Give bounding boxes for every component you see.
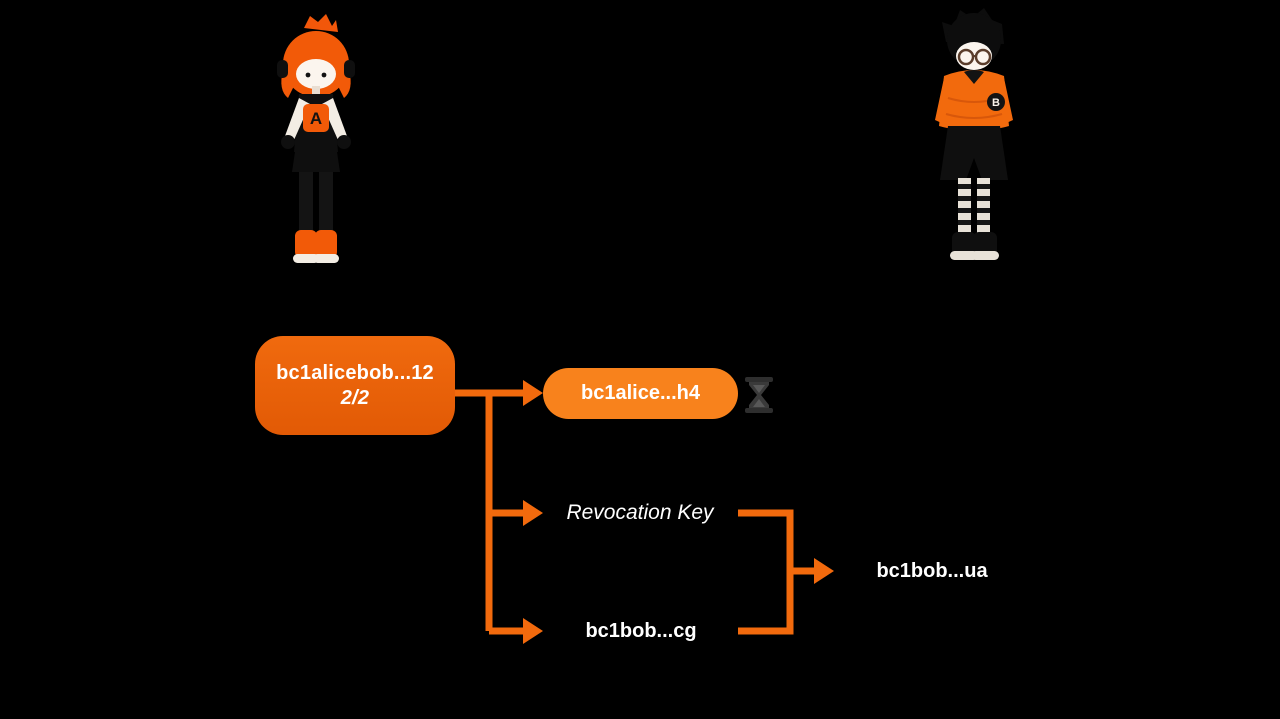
alice-boot-sole-left: [293, 254, 319, 263]
alice-hips: [292, 152, 340, 172]
bob-arm-left: [935, 78, 954, 125]
alice-output-address-text: bc1alice...h4: [581, 382, 700, 404]
alice-chest-initial: A: [310, 109, 322, 128]
alice-glove-left: [281, 135, 295, 149]
alice-eye-left: [305, 72, 311, 78]
alice-output-node: bc1alice...h4: [543, 368, 738, 419]
bob-shoe-sole-right: [971, 251, 999, 260]
bob-sock-stripes: [958, 184, 990, 225]
alice-face: [296, 59, 336, 89]
merge-to-output-line: [738, 509, 814, 635]
arrowhead-to-alice-output: [523, 380, 543, 406]
bob-shorts: [940, 126, 1008, 180]
funding-threshold-text: 2/2: [340, 386, 370, 409]
alice-leg-right: [319, 172, 333, 234]
arrowhead-to-bob-output: [523, 618, 543, 644]
alice-neck: [312, 86, 320, 95]
hourglass-icon: [745, 377, 773, 413]
alice-headphone-left: [277, 60, 288, 78]
funding-address-node: bc1alicebob...12 2/2: [255, 336, 455, 435]
alice-leg-left: [299, 172, 313, 234]
alice-boot-right: [315, 230, 337, 258]
bob-shoe-right: [973, 232, 997, 256]
alice-glove-right: [337, 135, 351, 149]
bob-chest-initial: B: [992, 97, 1000, 109]
funding-address-text: bc1alicebob...12: [276, 361, 434, 384]
bob-shoe-sole-left: [950, 251, 978, 260]
bob-chest-badge: [987, 93, 1005, 111]
alice-boot-left: [295, 230, 317, 258]
revocation-key-label: Revocation Key: [566, 501, 714, 524]
alice-eye-right: [321, 72, 327, 78]
arrowhead-to-merged-output: [814, 558, 834, 584]
bob-output-address: bc1bob...cg: [585, 620, 697, 642]
alice-boot-sole-right: [313, 254, 339, 263]
alice-chest-badge: [303, 104, 329, 132]
bob-jacket-seam-bottom: [945, 113, 1003, 119]
bob-collar: [964, 70, 984, 84]
bob-shoe-left: [952, 232, 976, 256]
bob-character-illustration: B: [935, 8, 1013, 260]
merged-output-address: bc1bob...ua: [876, 560, 988, 582]
alice-headphone-right: [344, 60, 355, 78]
alice-hair-tuft: [304, 14, 338, 32]
alice-character-illustration: A: [277, 14, 355, 263]
funding-to-branches-line: [452, 389, 523, 635]
